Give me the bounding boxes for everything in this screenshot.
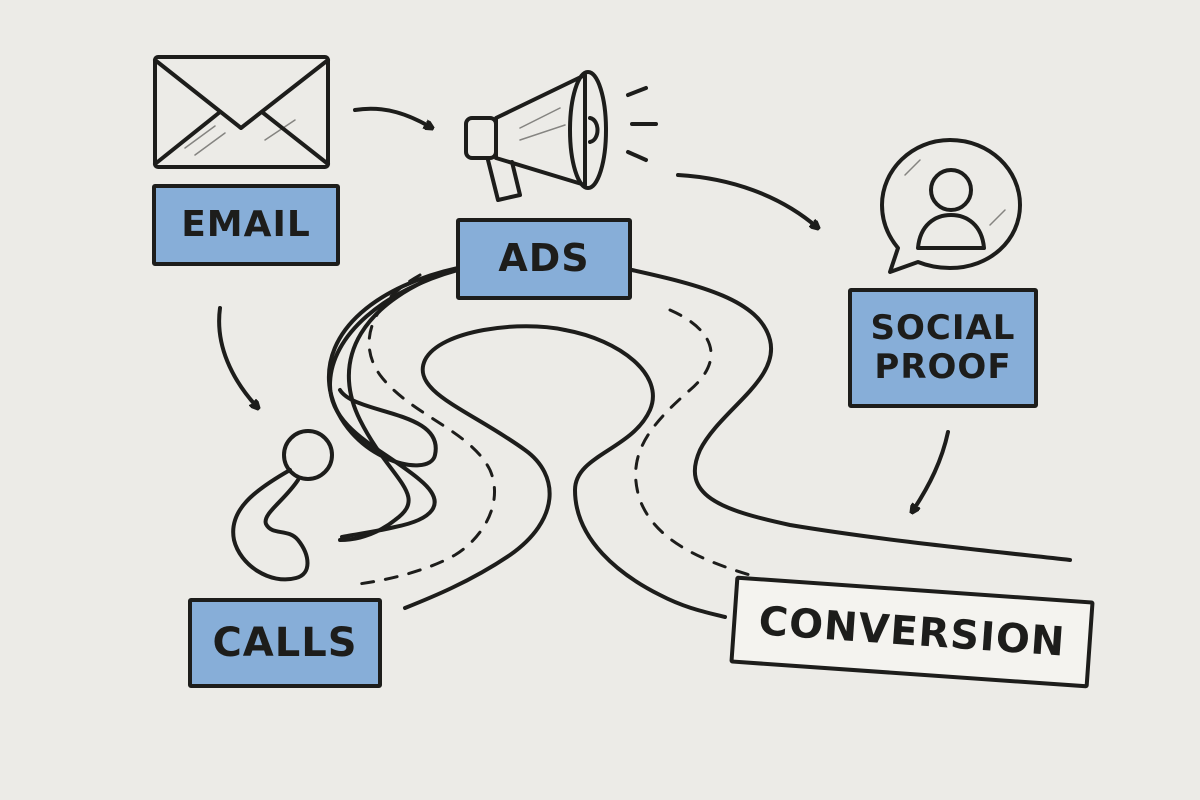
arrow-ads-to-social-proof: [676, 173, 818, 228]
road-dashes-left: [348, 273, 496, 587]
road-center-left-edge: [403, 324, 567, 610]
conversion-label-text: CONVERSION: [757, 598, 1067, 666]
road-dashes-right: [634, 308, 752, 577]
arrow-social-proof-to-conversion: [912, 430, 950, 512]
arrow-email-to-calls: [217, 306, 258, 408]
megaphone-icon: [464, 70, 658, 202]
road: [326, 266, 1072, 619]
calls-label: CALLS: [188, 598, 382, 688]
social-proof-label-line-2: PROOF: [874, 347, 1012, 387]
ads-label-text: ADS: [498, 236, 590, 281]
calls-label-text: CALLS: [212, 620, 358, 666]
envelope-icon: [153, 55, 330, 169]
arrows: [217, 106, 950, 512]
email-label: EMAIL: [152, 184, 340, 266]
road-center-right-edge: [630, 268, 1072, 562]
email-label-text: EMAIL: [181, 204, 311, 246]
road-right-edge: [563, 328, 727, 619]
user-speech-bubble-icon: [880, 138, 1022, 274]
ads-label: ADS: [456, 218, 632, 300]
phone-handset-icon: [231, 429, 334, 582]
road-outer-edge: [326, 266, 460, 542]
social-proof-label-line-1: SOCIAL: [870, 307, 1016, 348]
arrow-email-to-ads: [353, 106, 432, 128]
social-proof-label: SOCIAL PROOF: [848, 288, 1038, 408]
road-left-edge: [328, 268, 460, 539]
